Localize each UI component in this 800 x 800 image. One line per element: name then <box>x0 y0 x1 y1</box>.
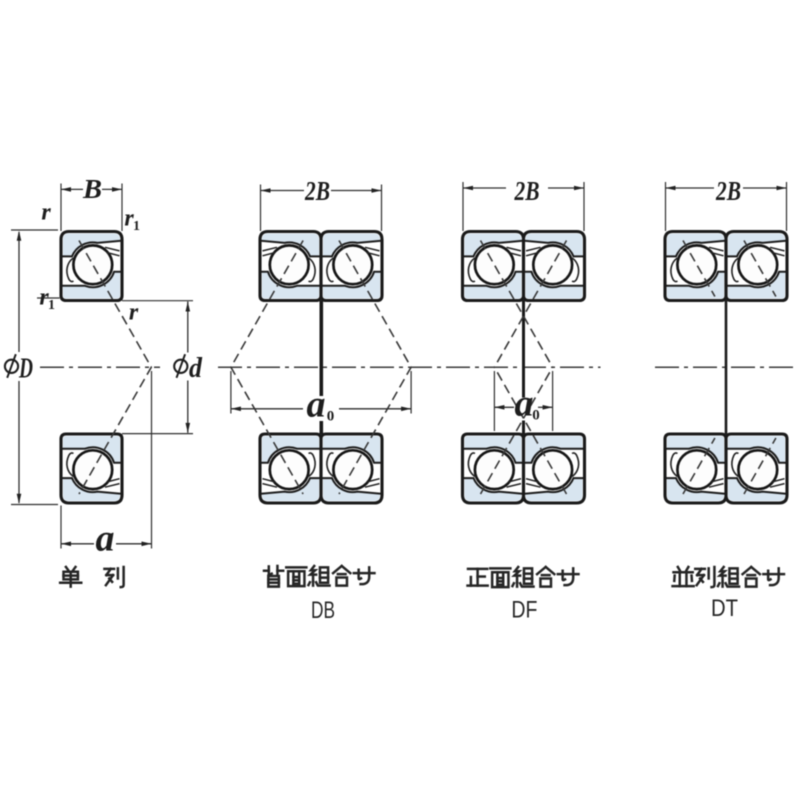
svg-text:2B: 2B <box>715 176 741 206</box>
svg-text:r: r <box>129 300 139 326</box>
svg-text:D: D <box>18 353 33 384</box>
svg-text:a: a <box>515 383 534 425</box>
svg-text:d: d <box>189 352 202 384</box>
svg-text:0: 0 <box>532 408 540 424</box>
svg-text:r: r <box>124 206 134 232</box>
svg-text:a: a <box>96 518 115 560</box>
svg-text:1: 1 <box>133 219 140 234</box>
svg-text:1: 1 <box>48 298 55 313</box>
svg-text:r: r <box>39 285 49 311</box>
svg-text:2B: 2B <box>514 176 540 206</box>
svg-text:2B: 2B <box>304 176 330 206</box>
svg-text:0: 0 <box>327 409 335 425</box>
svg-text:DF: DF <box>511 597 537 624</box>
svg-text:DT: DT <box>711 595 738 622</box>
svg-text:DB: DB <box>311 597 335 624</box>
svg-text:r: r <box>41 200 51 226</box>
svg-text:a: a <box>307 384 326 426</box>
svg-text:B: B <box>82 174 102 204</box>
